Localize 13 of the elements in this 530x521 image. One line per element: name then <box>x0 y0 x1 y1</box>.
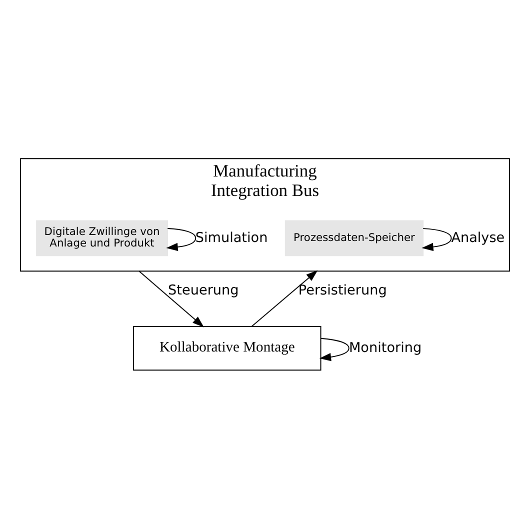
node-box: Kollaborative Montage <box>133 326 322 371</box>
edge-label: Simulation <box>195 230 268 246</box>
edge-label: Analyse <box>451 230 505 246</box>
arrow <box>251 270 318 327</box>
edge-label: Persistierung <box>298 282 387 299</box>
node-box: Digitale Zwillinge von Anlage und Produkt <box>36 220 168 256</box>
arrow <box>319 338 350 362</box>
arrow <box>166 228 196 252</box>
edge-label: Monitoring <box>348 340 422 356</box>
arrow <box>422 228 452 251</box>
node-box: Prozessdaten-Speicher <box>284 220 424 256</box>
arrow <box>138 270 204 328</box>
edge-label: Steuerung <box>168 282 239 299</box>
